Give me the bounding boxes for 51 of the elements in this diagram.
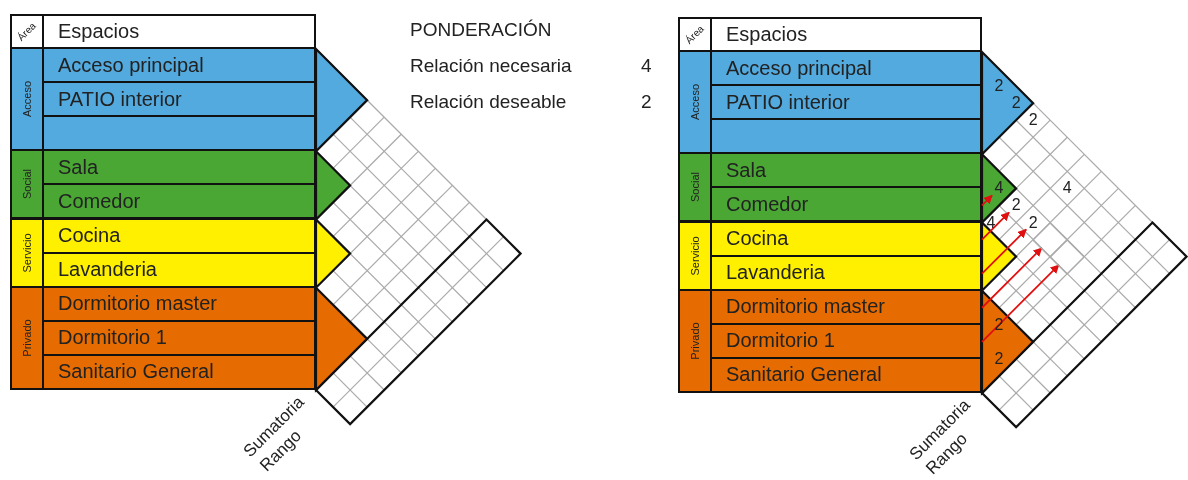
area-band — [10, 149, 44, 220]
area-label: Acceso — [689, 84, 701, 121]
space-row: Dormitorio 1 — [710, 322, 982, 359]
area-label: Servicio — [689, 236, 701, 276]
area-band — [678, 50, 712, 155]
legend-text: Relación necesaria — [410, 55, 572, 77]
area-label: Servicio — [21, 233, 33, 273]
weight-value: 2 — [1026, 212, 1041, 233]
legend-value: 4 — [641, 55, 652, 77]
arrow — [981, 264, 1060, 343]
area-band — [678, 288, 712, 393]
weight-value: 4 — [986, 213, 996, 232]
weight-value: 2 — [994, 77, 1004, 96]
space-row: PATIO interior — [710, 84, 982, 121]
matrix-cell — [1050, 239, 1085, 274]
area-band — [10, 285, 44, 390]
space-row: Acceso principal — [710, 50, 982, 87]
weight-value: 2 — [994, 349, 1004, 368]
empty-row — [42, 115, 316, 152]
area-band — [10, 217, 44, 288]
weight-value: 4 — [1062, 179, 1072, 198]
area-label: Acceso — [21, 81, 33, 118]
empty-row — [710, 118, 982, 155]
space-row: Acceso principal — [42, 47, 316, 84]
legend-title: PONDERACIÓN — [410, 19, 552, 41]
weight-value: 2 — [994, 315, 1004, 334]
area-label: Social — [689, 172, 701, 203]
area-band — [10, 47, 44, 152]
column-header: Espacios — [710, 17, 982, 52]
space-row: Dormitorio 1 — [42, 319, 316, 356]
weight-value: 2 — [1009, 195, 1024, 216]
legend-text: Relación deseable — [410, 91, 567, 113]
weight-value: 4 — [992, 178, 1007, 199]
space-row: PATIO interior — [42, 81, 316, 118]
column-header: Espacios — [42, 14, 316, 49]
weight-value: 2 — [1028, 111, 1038, 130]
area-label: Social — [21, 169, 33, 200]
space-row: Sanitario General — [710, 356, 982, 393]
space-row: Dormitorio master — [710, 288, 982, 325]
space-row: Sanitario General — [42, 353, 316, 390]
area-label: Privado — [689, 322, 701, 360]
arrow — [981, 211, 1010, 241]
area-label: Privado — [21, 319, 33, 357]
arrow — [981, 228, 1028, 275]
weight-value: 2 — [1011, 94, 1021, 113]
arrow — [981, 194, 993, 207]
space-row: Dormitorio master — [42, 285, 316, 322]
area-band — [678, 152, 712, 223]
area-band — [678, 220, 712, 291]
arrow — [981, 247, 1043, 309]
legend-value: 2 — [641, 91, 652, 113]
